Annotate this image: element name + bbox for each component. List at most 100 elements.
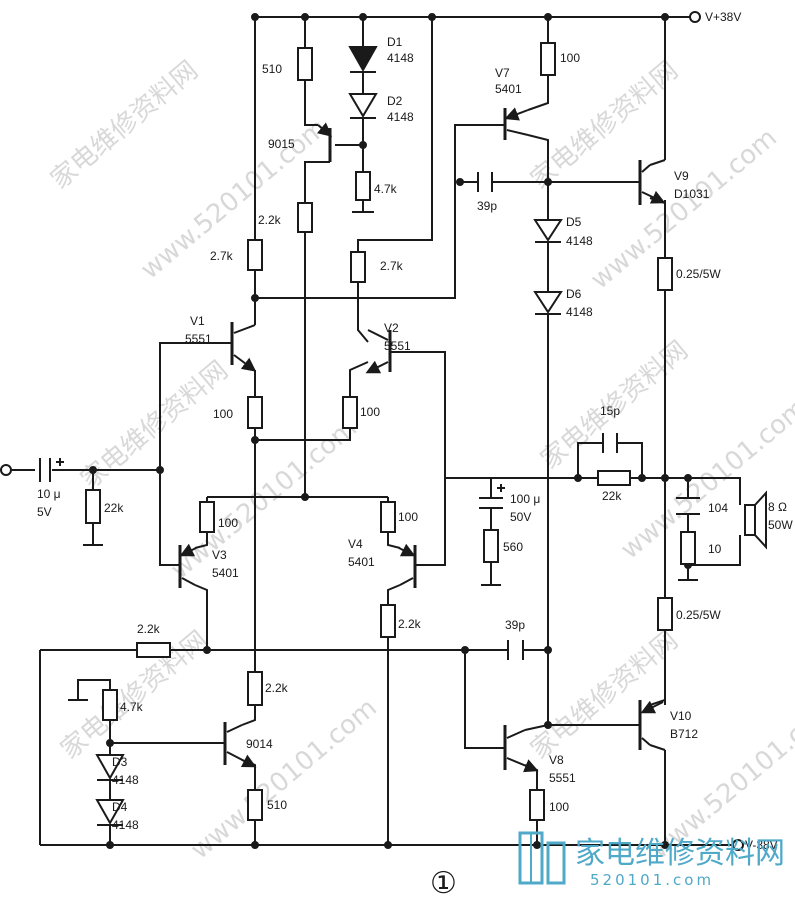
v10-name: V10 bbox=[670, 709, 692, 723]
v1-name: V1 bbox=[190, 314, 205, 328]
site-logo: 家电维修资料网 520101.com bbox=[518, 831, 785, 889]
d4-value: 4148 bbox=[112, 818, 139, 832]
q9015-label: 9015 bbox=[268, 137, 295, 151]
wiring bbox=[10, 16, 741, 846]
d6-value: 4148 bbox=[566, 305, 593, 319]
v2-value: 5551 bbox=[384, 339, 411, 353]
v1-value: 5551 bbox=[185, 332, 212, 346]
c-input-voltage: 5V bbox=[37, 505, 52, 519]
resistor-2.7k-mid bbox=[350, 251, 366, 283]
diode-d3 bbox=[95, 754, 125, 781]
v4-value: 5401 bbox=[348, 555, 375, 569]
terminals bbox=[0, 11, 744, 851]
transistor-v1 bbox=[230, 322, 257, 372]
r100-v7-label: 100 bbox=[560, 51, 580, 65]
resistor-2.2k-9014 bbox=[247, 671, 263, 706]
resistor-4.7k-top bbox=[355, 171, 371, 201]
c15p-label: 15p bbox=[600, 404, 620, 418]
logo-url: 520101.com bbox=[590, 871, 714, 889]
logo-mark-icon bbox=[518, 831, 566, 885]
c39p-bottom-label: 39p bbox=[505, 618, 525, 632]
r510-bottom-label: 510 bbox=[267, 798, 287, 812]
watermark-url: www.520101.com bbox=[185, 693, 383, 866]
d3-name: D3 bbox=[112, 755, 128, 769]
diode-d6 bbox=[533, 291, 563, 315]
d3-value: 4148 bbox=[112, 773, 139, 787]
d1-value: 4148 bbox=[387, 51, 414, 65]
speaker-impedance: 8 Ω bbox=[768, 500, 787, 514]
d5-name: D5 bbox=[566, 215, 582, 229]
v2-name: V2 bbox=[384, 321, 399, 335]
transistor-v9 bbox=[638, 160, 666, 205]
d6-name: D6 bbox=[566, 287, 582, 301]
diode-d2 bbox=[348, 93, 378, 119]
v3-value: 5401 bbox=[212, 566, 239, 580]
transistor-v10 bbox=[638, 700, 664, 750]
resistor-4.7k-bottom bbox=[102, 689, 118, 721]
resistor-100-v4 bbox=[380, 501, 396, 533]
v3-name: V3 bbox=[212, 548, 227, 562]
speaker-icon bbox=[744, 490, 767, 550]
r100-v8-label: 100 bbox=[549, 800, 569, 814]
r10-label: 10 bbox=[708, 542, 722, 556]
resistor-2.7k-left bbox=[247, 239, 263, 271]
resistor-0.25-top bbox=[657, 257, 673, 291]
c100u-voltage: 50V bbox=[510, 510, 531, 524]
v4-name: V4 bbox=[348, 537, 363, 551]
diodes bbox=[95, 46, 563, 826]
r27k-left-label: 2.7k bbox=[210, 249, 234, 263]
transistor-v7 bbox=[503, 107, 529, 140]
resistor-100-v3 bbox=[199, 501, 215, 533]
resistor-100-v7 bbox=[540, 42, 556, 76]
transistor-v8 bbox=[503, 725, 539, 773]
watermark-text: 家电维修资料网 bbox=[45, 55, 204, 195]
c100u-value: 100 μ bbox=[510, 492, 540, 506]
r22k-feedback-label: 22k bbox=[602, 489, 622, 503]
capacitors bbox=[39, 172, 700, 660]
resistor-2.2k-horizontal bbox=[136, 642, 171, 658]
resistor-2.2k-v4 bbox=[380, 604, 396, 638]
d4-name: D4 bbox=[112, 800, 128, 814]
r27k-mid-label: 2.7k bbox=[380, 259, 404, 273]
r100-v3-label: 100 bbox=[218, 516, 238, 530]
resistor-0.25-bottom bbox=[657, 597, 673, 631]
resistor-22k-input bbox=[85, 489, 101, 524]
resistor-10 bbox=[680, 531, 696, 565]
figure-number: ① bbox=[430, 866, 457, 901]
capacitor-39p-bottom bbox=[507, 640, 524, 660]
r100-v4-label: 100 bbox=[398, 510, 418, 524]
d5-value: 4148 bbox=[566, 234, 593, 248]
v9-value: D1031 bbox=[674, 187, 710, 201]
d1-name: D1 bbox=[387, 35, 403, 49]
v8-value: 5551 bbox=[549, 771, 576, 785]
c-input-value: 10 μ bbox=[37, 487, 61, 501]
watermark-text: 家电维修资料网 bbox=[55, 625, 214, 765]
speaker-power: 50W bbox=[768, 518, 793, 532]
v7-name: V7 bbox=[495, 66, 510, 80]
r22k-9014-label: 2.2k bbox=[265, 681, 289, 695]
capacitor-15p bbox=[602, 433, 618, 453]
r47k-bottom-label: 4.7k bbox=[120, 700, 144, 714]
c104-label: 104 bbox=[708, 501, 728, 515]
r560-label: 560 bbox=[503, 540, 523, 554]
ground-symbols bbox=[68, 579, 698, 701]
r22k-input-label: 22k bbox=[104, 501, 124, 515]
capacitor-100u bbox=[479, 478, 505, 586]
resistors bbox=[85, 42, 696, 821]
diode-d5 bbox=[533, 219, 563, 243]
r025-top-label: 0.25/5W bbox=[676, 267, 721, 281]
transistor-v4 bbox=[398, 543, 417, 588]
resistor-510-top bbox=[297, 47, 313, 81]
r22k-horizontal-label: 2.2k bbox=[137, 622, 161, 636]
transistor-9014 bbox=[223, 722, 257, 768]
v10-value: B712 bbox=[670, 727, 698, 741]
r47k-top-label: 4.7k bbox=[374, 182, 398, 196]
resistor-100-v1 bbox=[247, 396, 263, 429]
negative-rail-label: V-38V bbox=[745, 838, 778, 852]
transistors bbox=[178, 107, 666, 773]
q9014-label: 9014 bbox=[246, 737, 273, 751]
resistor-100-v2 bbox=[342, 396, 358, 429]
positive-rail-label: V+38V bbox=[705, 10, 741, 24]
diode-d1 bbox=[348, 46, 378, 73]
r025-bottom-label: 0.25/5W bbox=[676, 608, 721, 622]
